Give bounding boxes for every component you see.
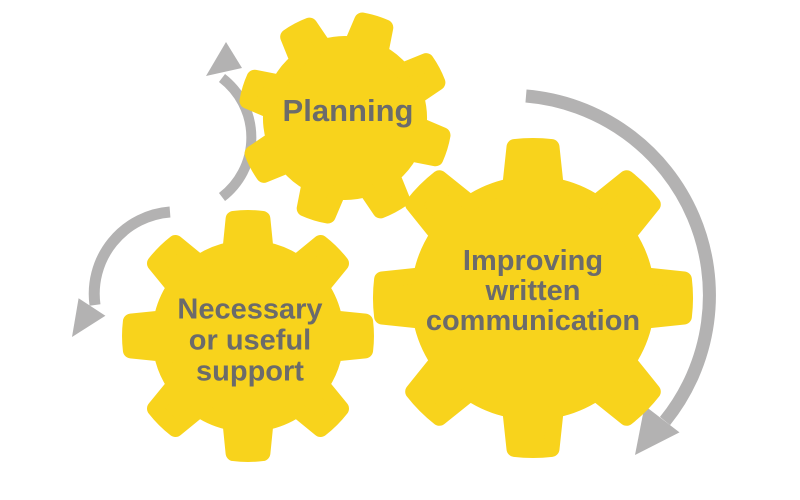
gears [122,12,694,462]
support-rotation-arrow-head-icon [72,298,106,337]
communication-rotation-arrow-arc [525,89,716,426]
planning-gear-icon [239,12,451,224]
planning-gear-label: Planning [282,93,414,128]
support-rotation-arrow-arc [88,206,171,306]
planning-rotation-arrow-head-icon [206,42,242,76]
support-gear-icon [122,210,374,462]
communication-gear-icon [372,137,694,459]
communication-rotation-arrow-head-icon [635,405,680,455]
support-gear-label: Necessary or useful support [177,293,323,388]
planning-rotation-arrow-arc [218,74,257,201]
cycle-arrows [72,42,716,455]
communication-gear-label: Improving written communication [425,245,641,337]
